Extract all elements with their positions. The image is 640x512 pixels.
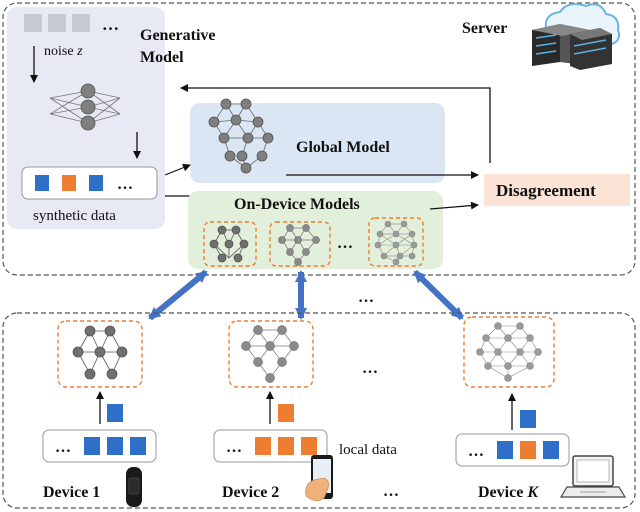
noise-ellipsis: … bbox=[102, 15, 119, 34]
laptop-icon bbox=[559, 455, 627, 498]
device-2-sample-square bbox=[278, 404, 294, 422]
synthetic-square-3 bbox=[89, 175, 103, 191]
device-2-square-1 bbox=[255, 437, 271, 455]
fitness-band-icon bbox=[126, 467, 142, 507]
device-1-sample-square bbox=[107, 404, 123, 422]
device-k-name: Device K bbox=[478, 484, 539, 501]
local-data-label: local data bbox=[339, 442, 397, 458]
middle-ellipsis: … bbox=[358, 289, 374, 306]
disagreement-box bbox=[484, 174, 630, 206]
disagreement-label: Disagreement bbox=[496, 181, 596, 200]
feedback-arrow bbox=[180, 84, 491, 163]
synthetic-square-2 bbox=[62, 175, 76, 191]
device-k-model bbox=[463, 316, 555, 388]
link-device-1 bbox=[148, 269, 208, 321]
ondevice-model-2 bbox=[269, 221, 331, 267]
ondevice-model-k bbox=[368, 217, 424, 267]
device-1-model bbox=[57, 320, 143, 388]
device-1-square-3 bbox=[130, 437, 146, 455]
device-2-square-3 bbox=[301, 437, 317, 455]
synthetic-square-1 bbox=[35, 175, 49, 191]
ondevice-models-ellipsis: … bbox=[337, 235, 353, 252]
generative-title-line2: Model bbox=[140, 49, 184, 66]
generative-title-line1: Generative bbox=[140, 27, 216, 44]
synthetic-ellipsis: … bbox=[117, 176, 133, 193]
device-k-sample-square bbox=[520, 410, 536, 428]
smartphone-icon bbox=[305, 455, 333, 501]
link-device-k bbox=[412, 269, 465, 321]
synthetic-to-global-arrow bbox=[164, 163, 191, 176]
device-2-name: Device 2 bbox=[222, 484, 279, 501]
device-1-data-ellipsis: … bbox=[55, 439, 71, 456]
device-k-square-3 bbox=[543, 441, 559, 459]
device-2-data-ellipsis: … bbox=[226, 439, 242, 456]
ondevice-to-disagreement-arrow bbox=[429, 201, 479, 210]
server-label: Server bbox=[462, 20, 507, 37]
ondevice-model-1 bbox=[203, 221, 257, 267]
device-1-name: Device 1 bbox=[43, 484, 100, 501]
noise-squares bbox=[24, 14, 90, 32]
server-region bbox=[2, 2, 636, 276]
generator-network bbox=[49, 83, 121, 131]
device-name-ellipsis: … bbox=[383, 483, 399, 500]
noise-label: noise z bbox=[44, 44, 83, 59]
devices-region bbox=[2, 312, 636, 509]
ondevice-models-label: On-Device Models bbox=[234, 196, 360, 213]
cloud-server-icon bbox=[532, 3, 621, 70]
synthetic-data-label: synthetic data bbox=[33, 208, 116, 224]
global-model-label: Global Model bbox=[296, 139, 390, 156]
global-model-network bbox=[208, 98, 274, 174]
device-1-square-1 bbox=[84, 437, 100, 455]
device-2-square-2 bbox=[278, 437, 294, 455]
device-k-square-2 bbox=[520, 441, 536, 459]
ondevice-models-panel bbox=[188, 191, 443, 269]
device-row-ellipsis: … bbox=[362, 360, 378, 377]
device-2-model bbox=[228, 320, 314, 388]
device-k-data-ellipsis: … bbox=[468, 443, 484, 460]
device-k-square-1 bbox=[497, 441, 513, 459]
device-1-square-2 bbox=[107, 437, 123, 455]
